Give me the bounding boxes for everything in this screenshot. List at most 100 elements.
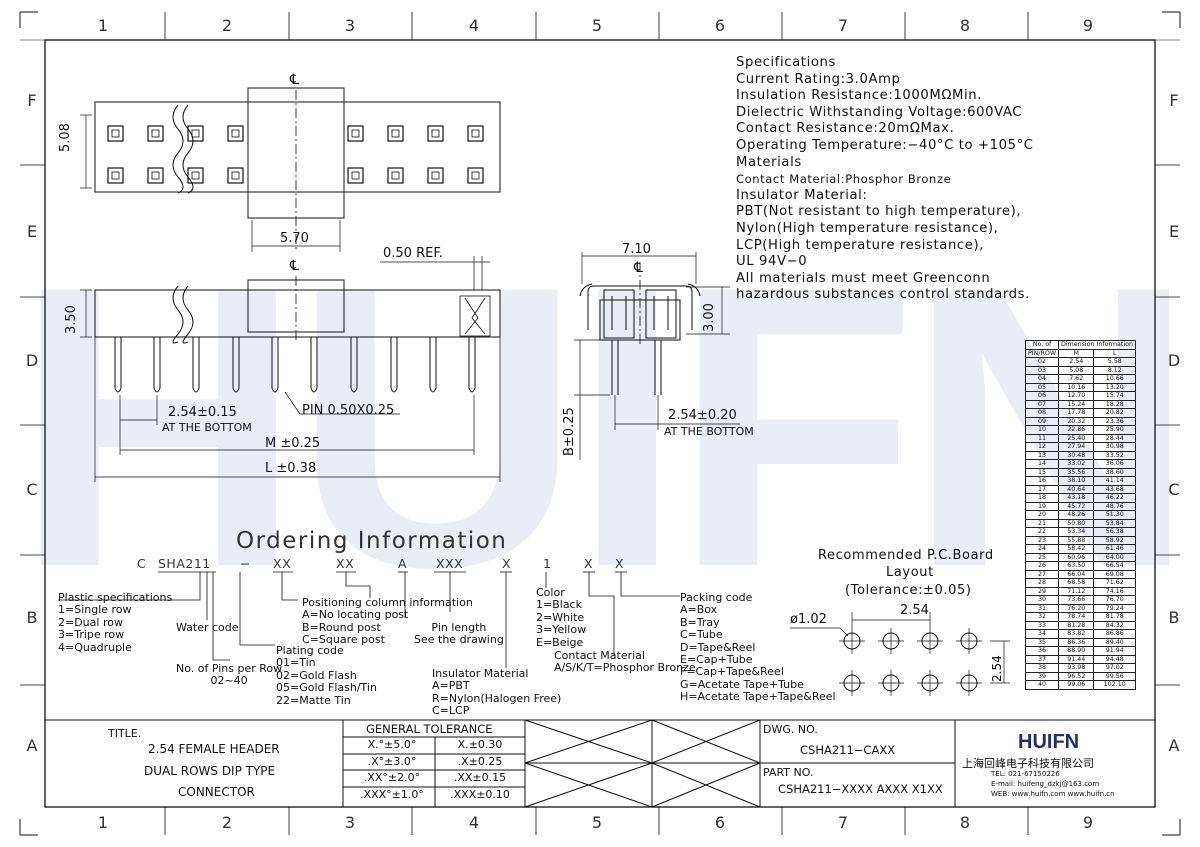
table-cell: 40.64 [1058,484,1095,494]
ordering-line: Plating code [276,644,344,657]
table-cell: 93.98 [1058,663,1095,673]
pcb-title1: Recommended P.C.Board [818,548,994,563]
table-cell: 15.74 [1093,391,1136,401]
table-cell: 07 [1024,399,1060,409]
table-cell: 10 [1024,425,1060,435]
pad [347,167,364,184]
table-cell: 02 [1024,357,1060,367]
table-cell: 08 [1024,408,1060,418]
ordering-line: H=Acetate Tape+Tape&Reel [680,690,836,704]
table-cell: 55.88 [1058,535,1095,545]
grid-row-label: D [25,351,39,370]
centerline-front: ℄ [290,258,299,274]
ordering-line: 2=White [536,610,585,624]
table-cell: 28.44 [1093,433,1136,443]
dim-050-ref: 0.50 REF. [383,246,443,261]
pad-inner [471,171,480,180]
pad [227,167,244,184]
table-cell: 99.06 [1058,680,1095,690]
ordering-code-segment: − [240,556,251,571]
pad [387,125,404,142]
table-cell: 31 [1024,603,1060,613]
table-cell: 20.32 [1058,416,1095,426]
dim-pin: PIN 0.50X0.25 [302,403,395,418]
pad-inner [391,171,400,180]
centerline-side: ℄ [634,260,643,276]
spec-line: PBT(Not resistant to high temperature), [736,204,1022,220]
pad [427,167,444,184]
table-cell: L [1093,348,1136,358]
table-cell: 28 [1024,578,1060,588]
grid-col-label: 8 [959,16,971,35]
table-cell: 22 [1024,527,1060,537]
title-line-1: 2.54 FEMALE HEADER [148,742,280,756]
ordering-line: A/S/K/T=Phosphor Bronze [554,661,696,675]
grid-col-label: 5 [591,813,603,832]
pad [107,167,124,184]
table-cell: 81.78 [1093,612,1136,622]
ordering-code-segment: SHA211 [158,556,211,571]
tolerance-header: GENERAL TOLERANCE [366,722,493,736]
company-email: E-mail: huifeng_dzkj@163.com [991,780,1100,788]
pad-inner [151,129,160,138]
table-cell: 83.82 [1058,629,1095,639]
table-cell: No. of [1024,340,1060,350]
ordering-line: C=Square post [302,633,385,647]
ordering-code-segment: XXX [436,556,464,571]
ordering-line: A=Box [680,603,718,617]
spec-line: UL 94V−0 [736,254,808,270]
ordering-line: See the drawing [414,633,504,647]
table-cell: 46.22 [1093,493,1136,503]
table-cell: 69.08 [1093,569,1136,579]
table-cell: 24 [1024,544,1060,554]
table-cell: PIN/ROW [1024,348,1060,358]
grid-row-label: F [27,91,37,110]
grid-col-label: 4 [468,813,480,832]
table-cell: 94.48 [1093,654,1136,664]
table-cell: 19 [1024,501,1060,511]
table-cell: 84.32 [1093,620,1136,630]
table-cell: 16 [1024,476,1060,486]
pad [147,167,164,184]
table-cell: 37 [1024,654,1060,664]
table-cell: 40 [1024,680,1060,690]
grid-row-label: C [1168,480,1180,499]
table-cell: 18 [1024,493,1060,503]
pcb-hole: ø1.02 [790,612,827,627]
tolerance-angle: .X°±3.0° [367,754,417,768]
pin [271,337,279,393]
spec-line: Materials [736,154,802,170]
pad-inner [191,171,200,180]
tolerance-angle: .XX°±2.0° [363,771,421,785]
grid-col-label: 9 [1082,16,1094,35]
pad-inner [431,129,440,138]
dwg-number: CSHA211−CAXX [800,743,896,757]
spec-line: Specifications [736,55,836,70]
table-cell: 74.16 [1093,586,1136,596]
table-cell: 64.00 [1093,552,1136,562]
grid-row-label: F [1169,91,1179,110]
ordering-code-segment: X [615,556,625,571]
pcb-pitch: 2.54 [900,603,929,618]
pad [427,125,444,142]
pad [147,125,164,142]
grid-col-label: 1 [97,16,109,35]
pin [350,337,358,393]
spec-line: Contact Material:Phosphor Bronze [736,172,952,187]
